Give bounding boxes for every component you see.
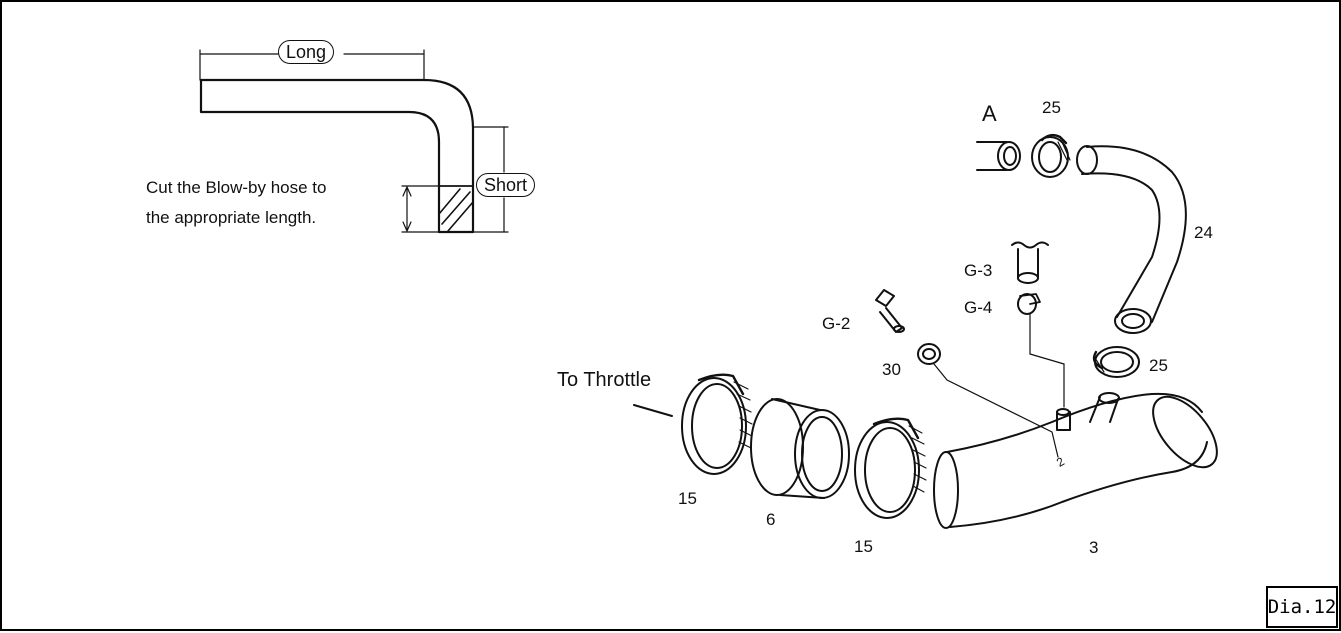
label-24: 24	[1194, 223, 1213, 242]
label-g4: G-4	[964, 298, 993, 317]
hose-24	[1076, 145, 1187, 334]
cut-instruction: Cut the Blow-by hose to the appropriate …	[146, 173, 326, 233]
label-25-middle: 25	[1149, 356, 1168, 375]
intake-pipe-3	[933, 392, 1218, 529]
label-g2: G-2	[822, 314, 851, 333]
blowby-hose-cut-figure	[199, 49, 509, 234]
label-a: A	[982, 101, 997, 126]
clamp-25-middle	[1092, 346, 1140, 378]
label-15-right: 15	[854, 537, 873, 556]
short-label: Short	[476, 173, 536, 197]
clamp-15-left	[681, 373, 753, 475]
label-30: 30	[882, 360, 901, 379]
part-30-fitting	[917, 343, 1059, 458]
diagram-number-tag: Dia.12	[1266, 586, 1338, 628]
cut-instruction-line2: the appropriate length.	[146, 208, 317, 227]
clamp-25-top	[1031, 133, 1071, 178]
g4-clamp	[1017, 293, 1065, 408]
label-6: 6	[766, 510, 776, 529]
clamp-15-right	[854, 417, 927, 519]
label-15-left: 15	[678, 489, 697, 508]
label-g3: G-3	[964, 261, 993, 280]
g2-fitting	[875, 289, 905, 333]
label-to-throttle: To Throttle	[557, 369, 652, 391]
long-label: Long	[278, 40, 335, 64]
label-25-top: 25	[1042, 98, 1061, 117]
throttle-leader-line	[633, 404, 673, 417]
pipe-a	[976, 141, 1021, 171]
cut-instruction-line1: Cut the Blow-by hose to	[146, 178, 327, 197]
coupler-6	[750, 398, 850, 499]
label-3: 3	[1089, 538, 1099, 557]
g3-hose	[1011, 241, 1049, 284]
